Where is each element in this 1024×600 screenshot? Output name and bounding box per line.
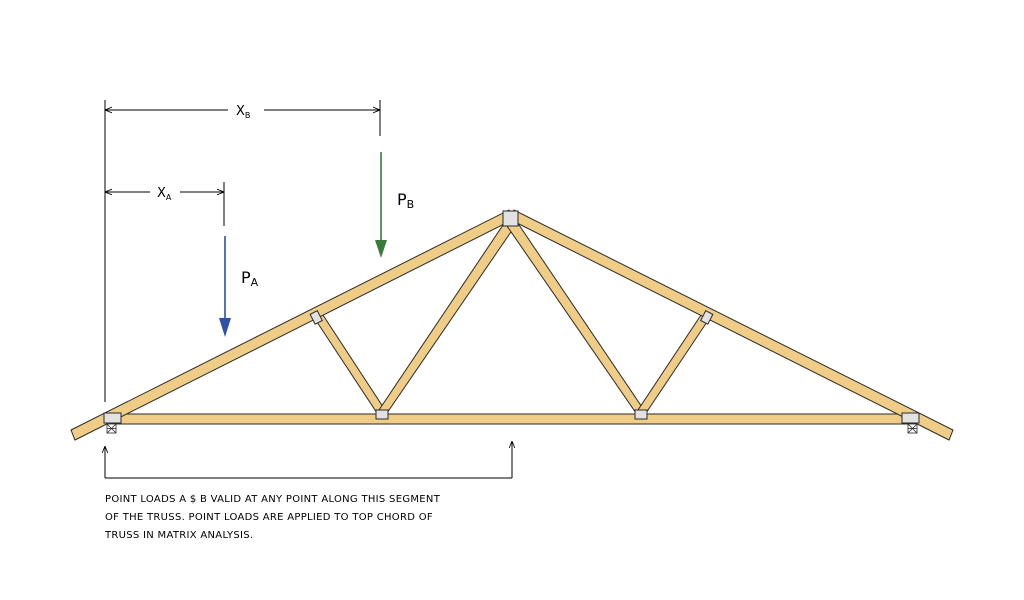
gusset-plates: [103, 210, 920, 424]
left-bearing-icon: [106, 423, 117, 434]
bearing-supports: [106, 423, 918, 434]
note-line-1: POINT LOADS A $ B VALID AT ANY POINT ALO…: [105, 494, 441, 505]
peak-plate: [502, 210, 519, 227]
valid-segment-bracket: [105, 441, 512, 479]
xa-label: XA: [157, 186, 172, 202]
web-left-outer: [312, 311, 388, 414]
web-right-outer: [635, 311, 712, 414]
top-plate-right: [700, 310, 714, 325]
segment-note: POINT LOADS A $ B VALID AT ANY POINT ALO…: [105, 491, 545, 545]
xb-label: XB: [236, 104, 250, 120]
point-load-b-arrow: [375, 152, 387, 258]
dimension-lines: [104, 100, 381, 402]
top-plate-left: [309, 310, 323, 325]
note-line-2: OF THE TRUSS. POINT LOADS ARE APPLIED TO…: [105, 512, 433, 523]
truss: [70, 209, 954, 441]
bottom-chord: [109, 413, 917, 425]
right-heel-plate: [901, 412, 920, 424]
point-load-a-label: PA: [241, 268, 259, 289]
left-heel-plate: [103, 412, 122, 424]
bottom-plate-left: [375, 409, 389, 420]
right-bearing-icon: [907, 423, 918, 434]
note-line-3: TRUSS IN MATRIX ANALYSIS.: [105, 530, 254, 541]
bottom-plate-right: [634, 409, 648, 420]
point-load-a-arrow: [219, 236, 231, 337]
point-load-b-label: PB: [397, 190, 414, 211]
